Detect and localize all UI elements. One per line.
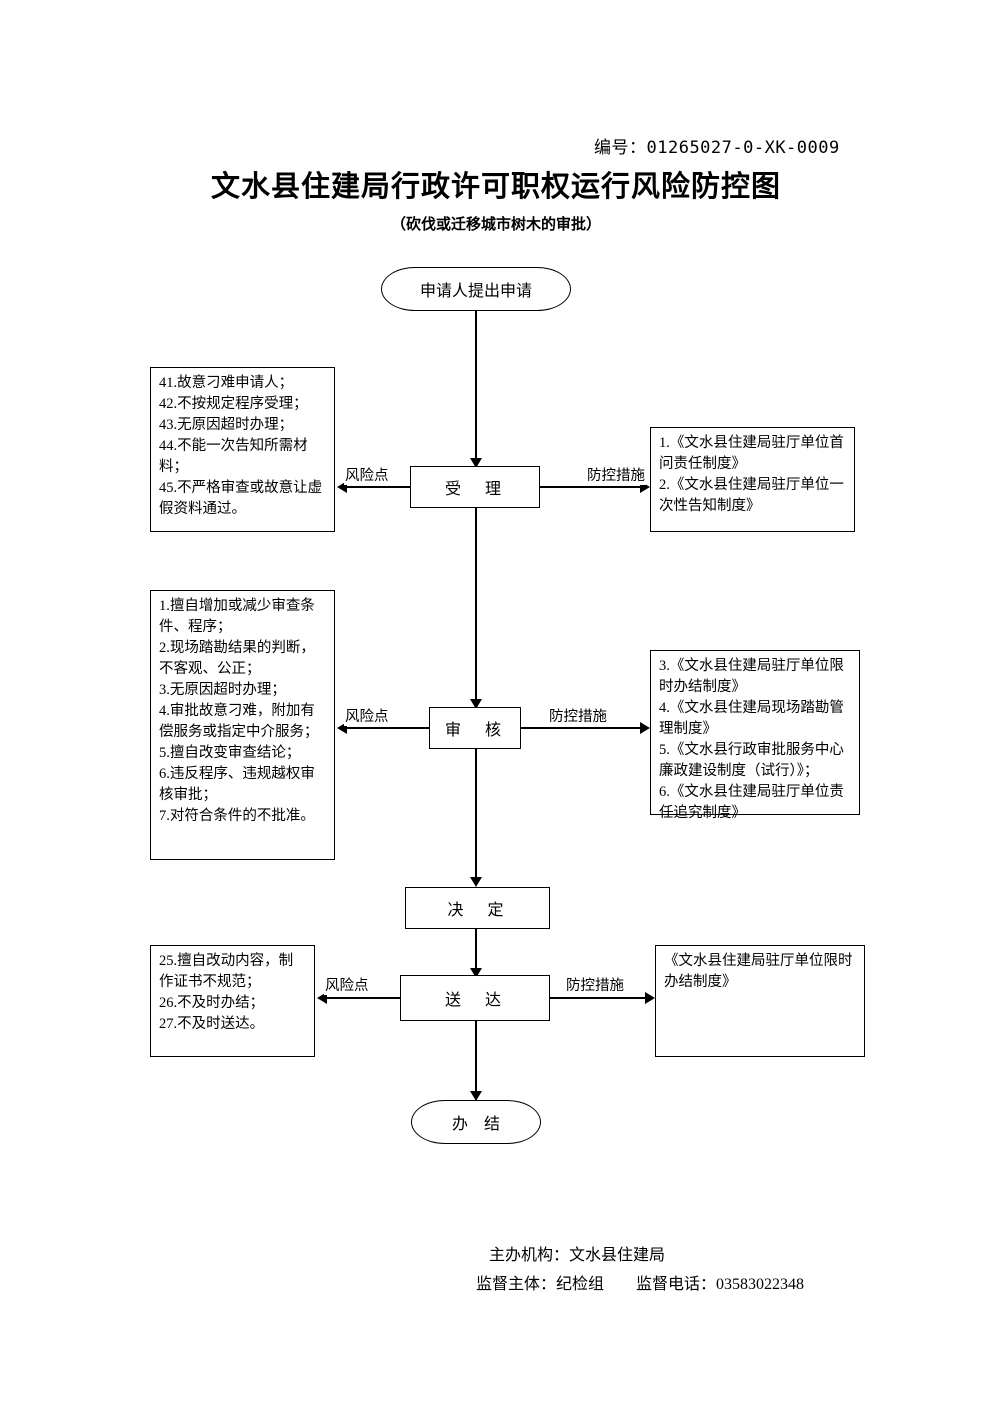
measure-box-accept: 1.《文水县住建局驻厅单位首问责任制度》 2.《文水县住建局驻厅单位一次性告知制… [650,427,855,532]
measure-box-review-text: 3.《文水县住建局驻厅单位限时办结制度》 4.《文水县住建局现场踏勘管理制度》 … [659,658,844,822]
document-number: 编号：01265027-0-XK-0009 [594,138,840,158]
connector-deliver-to-measure [550,997,645,999]
connector-accept-to-measure [540,486,640,488]
measure-box-deliver: 《文水县住建局驻厅单位限时办结制度》 [655,945,865,1057]
connector-accept-to-risk [347,486,410,488]
edge-label-risk-review: 风险点 [344,705,390,726]
node-end: 办 结 [411,1100,541,1144]
connector-deliver-to-end [475,1021,477,1096]
risk-box-deliver: 25.擅自改动内容，制作证书不规范； 26.不及时办结； 27.不及时送达。 [150,945,315,1057]
risk-box-deliver-text: 25.擅自改动内容，制作证书不规范； 26.不及时办结； 27.不及时送达。 [159,953,294,1033]
footer-organizer: 主办机构：文水县住建局 [489,1247,666,1264]
edge-label-measure-deliver: 防控措施 [565,974,625,995]
arrowhead-review-measure [640,722,650,734]
measure-box-deliver-text: 《文水县住建局驻厅单位限时办结制度》 [664,953,853,991]
edge-label-measure-review: 防控措施 [548,705,608,726]
risk-box-review: 1.擅自增加或减少审查条件、程序； 2.现场踏勘结果的判断，不客观、公正； 3.… [150,590,335,860]
connector-accept-to-review [475,508,477,704]
edge-label-measure-accept: 防控措施 [586,464,646,485]
arrowhead-decide [470,877,482,887]
node-decide: 决 定 [405,887,550,929]
risk-box-accept: 41.故意刁难申请人； 42.不按规定程序受理； 43.无原因超时办理； 44.… [150,367,335,532]
measure-box-accept-text: 1.《文水县住建局驻厅单位首问责任制度》 2.《文水县住建局驻厅单位一次性告知制… [659,435,844,515]
page-title: 文水县住建局行政许可职权运行风险防控图 [210,169,781,203]
arrowhead-deliver [470,968,482,978]
connector-review-to-measure [521,727,640,729]
connector-decide-to-deliver [475,929,477,973]
node-review: 审 核 [429,707,521,749]
arrowhead-deliver-measure [645,992,655,1004]
arrowhead-review [470,699,482,709]
node-start: 申请人提出申请 [381,267,571,311]
footer-supervisor: 监督主体：纪检组 监督电话：03583022348 [476,1276,805,1293]
arrowhead-deliver-risk [317,992,327,1004]
node-accept: 受 理 [410,466,540,508]
connector-start-to-accept [475,311,477,463]
risk-box-review-text: 1.擅自增加或减少审查条件、程序； 2.现场踏勘结果的判断，不客观、公正； 3.… [159,598,319,825]
arrowhead-end [470,1091,482,1101]
edge-label-risk-deliver: 风险点 [324,974,370,995]
arrowhead-accept-risk [337,481,347,493]
arrowhead-accept [470,458,482,468]
arrowhead-accept-measure [640,481,650,493]
edge-label-risk-accept: 风险点 [344,464,390,485]
measure-box-review: 3.《文水县住建局驻厅单位限时办结制度》 4.《文水县住建局现场踏勘管理制度》 … [650,650,860,821]
risk-box-accept-text: 41.故意刁难申请人； 42.不按规定程序受理； 43.无原因超时办理； 44.… [159,375,323,518]
node-deliver: 送 达 [400,975,550,1021]
connector-deliver-to-risk [327,997,400,999]
page-subtitle: （砍伐或迁移城市树木的审批） [390,215,601,233]
connector-review-to-risk [347,727,429,729]
arrowhead-review-risk [337,722,347,734]
connector-review-to-decide [475,749,477,882]
